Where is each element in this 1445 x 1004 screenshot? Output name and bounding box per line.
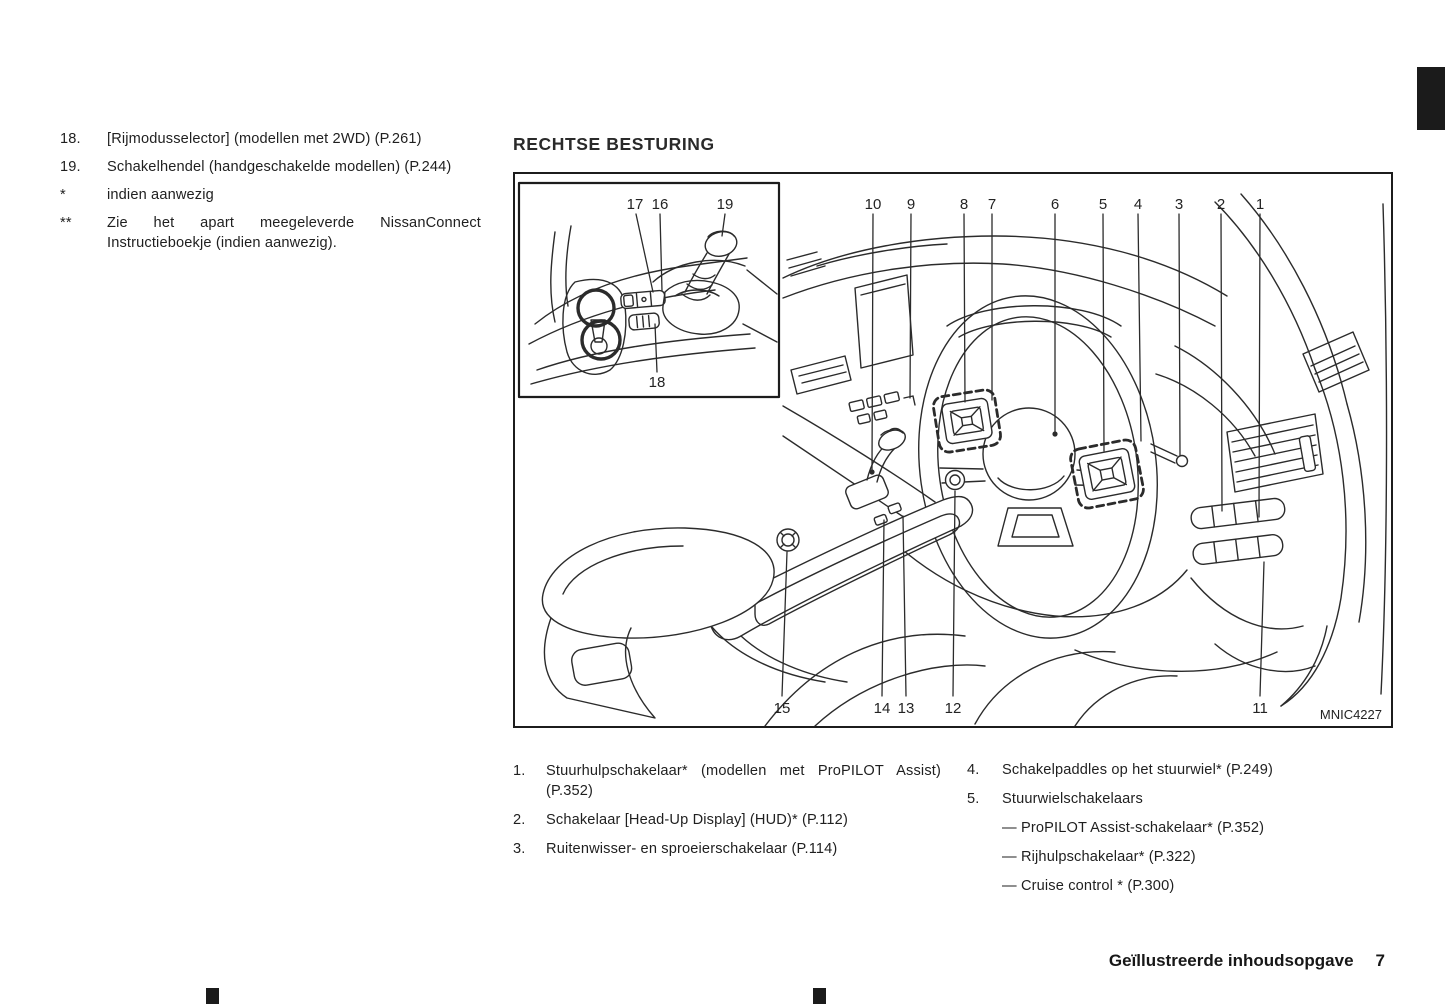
callout-label-18: 18 — [648, 374, 666, 391]
legend-item-5: 5. Stuurwielschakelaars — [967, 789, 1407, 809]
callout-label-4: 4 — [1133, 196, 1143, 213]
callout-label-13: 13 — [897, 700, 915, 717]
callout-label-8: 8 — [959, 196, 969, 213]
callout-label-9: 9 — [906, 196, 916, 213]
print-mark-left — [206, 988, 219, 1004]
legend-left: 1. Stuurhulpschakelaar* (modellen met Pr… — [513, 761, 941, 868]
print-mark-right — [813, 988, 826, 1004]
inset-console-art — [528, 225, 778, 385]
page-footer: Geïllustreerde inhoudsopgave 7 — [1109, 951, 1385, 971]
legend-text: Stuurhulpschakelaar* (modellen met ProPI… — [546, 763, 941, 799]
callout-label-12: 12 — [944, 700, 962, 717]
dashboard-diagram: 17 16 19 18 10 9 8 7 6 5 4 3 2 1 15 14 1… — [513, 172, 1393, 728]
callout-leader-lines — [635, 213, 1265, 697]
note-number: 19. — [60, 159, 81, 175]
note-item-19: 19. Schakelhendel (handgeschakelde model… — [60, 157, 481, 177]
callout-label-19: 19 — [716, 196, 734, 213]
footer-page-number: 7 — [1375, 951, 1385, 970]
note-text: Zie het apart meegeleverde NissanConnect… — [107, 215, 481, 251]
footer-chapter-title: Geïllustreerde inhoudsopgave — [1108, 951, 1354, 970]
legend-item-4: 4. Schakelpaddles op het stuurwiel* (P.2… — [967, 760, 1407, 780]
legend-text: Stuurwielschakelaars — [1002, 791, 1143, 807]
callout-label-10: 10 — [864, 196, 882, 213]
legend-number: 4. — [967, 762, 980, 778]
legend-item-3: 3. Ruitenwisser- en sproeierschakelaar (… — [513, 839, 941, 859]
note-item-double-asterisk: ** Zie het apart meegeleverde NissanConn… — [60, 213, 481, 253]
section-heading: RECHTSE BESTURING — [513, 134, 715, 154]
callout-label-15: 15 — [773, 700, 791, 717]
callout-label-2: 2 — [1216, 196, 1226, 213]
note-item-asterisk: * indien aanwezig — [60, 185, 481, 205]
callout-label-5: 5 — [1098, 196, 1108, 213]
legend-number: 3. — [513, 841, 526, 857]
note-text: Schakelhendel (handgeschakelde modellen)… — [107, 159, 452, 175]
note-text: [Rijmodusselector] (modellen met 2WD) (P… — [107, 131, 422, 147]
dashboard-illustration — [517, 181, 1388, 726]
callout-label-1: 1 — [1255, 196, 1265, 213]
callout-label-16: 16 — [651, 196, 669, 213]
note-number: ** — [60, 215, 72, 231]
legend-number: 5. — [967, 791, 980, 807]
callout-label-7: 7 — [987, 196, 997, 213]
callout-label-14: 14 — [873, 700, 891, 717]
callout-label-17: 17 — [626, 196, 644, 213]
note-number: 18. — [60, 131, 81, 147]
legend-text: Ruitenwisser- en sproeierschakelaar (P.1… — [546, 841, 838, 857]
legend-number: 1. — [513, 763, 526, 779]
inset-box — [517, 181, 781, 399]
note-item-18: 18. [Rijmodusselector] (modellen met 2WD… — [60, 129, 481, 149]
legend-subitem-propilot: — ProPILOT Assist-schakelaar* (P.352) — [1002, 820, 1265, 836]
legend-item-1: 1. Stuurhulpschakelaar* (modellen met Pr… — [513, 761, 941, 801]
legend-text: Schakelpaddles op het stuurwiel* (P.249) — [1002, 762, 1274, 778]
legend-subitem-rijhulp: — Rijhulpschakelaar* (P.322) — [1002, 849, 1196, 865]
note-number: * — [60, 187, 66, 203]
callout-label-11: 11 — [1252, 700, 1268, 717]
legend-item-2: 2. Schakelaar [Head-Up Display] (HUD)* (… — [513, 810, 941, 830]
left-column-notes: 18. [Rijmodusselector] (modellen met 2WD… — [60, 129, 481, 261]
note-text: indien aanwezig — [107, 187, 214, 203]
dashboard-main-art — [541, 193, 1388, 726]
chapter-edge-tab — [1417, 67, 1445, 130]
legend-right: 4. Schakelpaddles op het stuurwiel* (P.2… — [967, 760, 1407, 896]
callout-label-6: 6 — [1050, 196, 1060, 213]
legend-subitem-cruise: — Cruise control * (P.300) — [1002, 878, 1175, 894]
legend-number: 2. — [513, 812, 526, 828]
legend-text: Schakelaar [Head-Up Display] (HUD)* (P.1… — [546, 812, 848, 828]
image-code: MNIC4227 — [1319, 707, 1382, 722]
callout-label-3: 3 — [1174, 196, 1184, 213]
